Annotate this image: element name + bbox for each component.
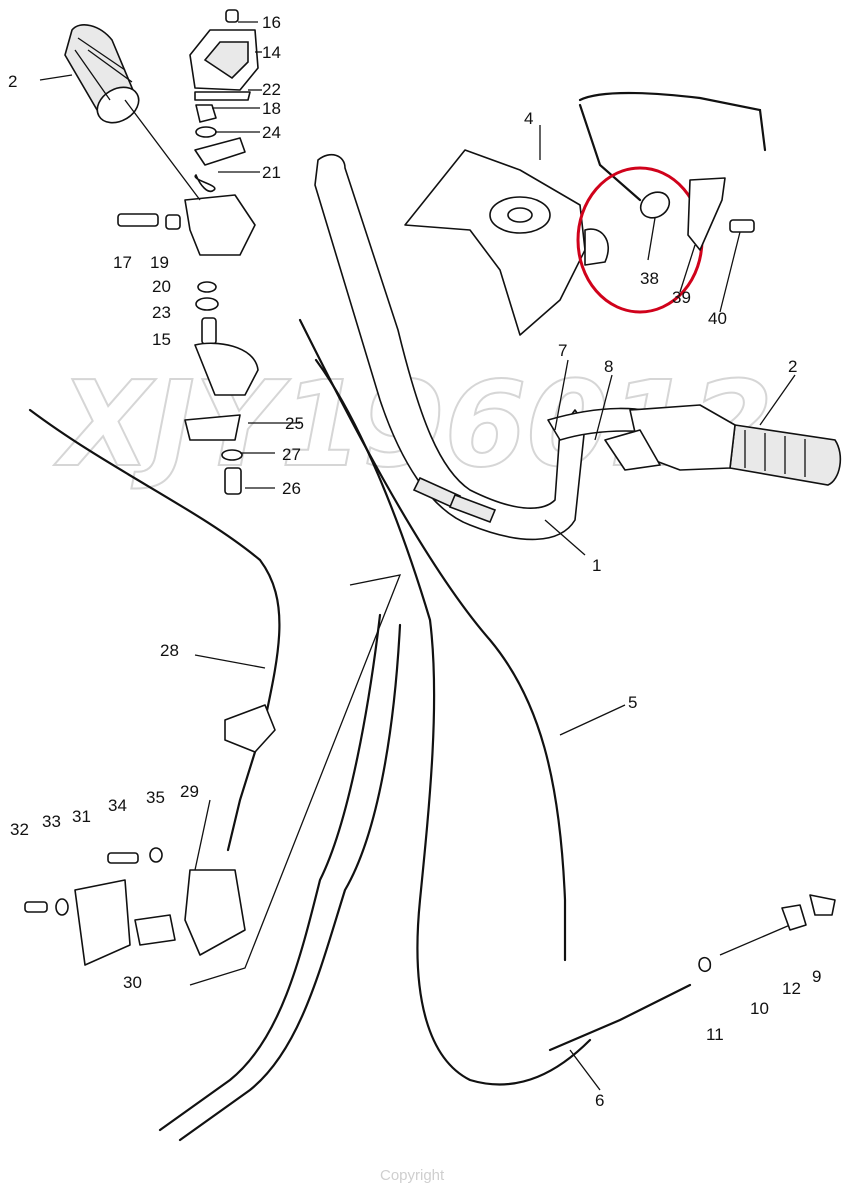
callout-38: 38 [640,269,659,288]
callout-24: 24 [262,123,281,142]
callout-12: 12 [782,979,801,998]
callout-17: 17 [113,253,132,272]
group-bracket [189,574,402,986]
left-switch-assembly [117,9,259,495]
callout-5: 5 [628,693,637,712]
callout-10: 10 [750,999,769,1018]
callout-labels: 2 16 14 22 18 24 21 17 19 20 23 15 25 27… [8,13,821,1110]
callout-1: 1 [592,556,601,575]
left-grip [64,24,140,124]
callout-31: 31 [72,807,91,826]
callout-28: 28 [160,641,179,660]
callout-39: 39 [672,288,691,307]
callout-21: 21 [262,163,281,182]
handlebar-cover [404,149,610,336]
lock-nut-parts [639,177,755,251]
callout-26: 26 [282,479,301,498]
callout-2-left: 2 [8,72,17,91]
callout-32: 32 [10,820,29,839]
callout-7: 7 [558,341,567,360]
callout-16: 16 [262,13,281,32]
footer-copyright: Copyright [380,1167,445,1184]
callout-33: 33 [42,812,61,831]
callout-14: 14 [262,43,281,62]
cables [28,91,836,1142]
callout-35: 35 [146,788,165,807]
callout-18: 18 [262,99,281,118]
callout-40: 40 [708,309,727,328]
callout-6: 6 [595,1091,604,1110]
callout-22: 22 [262,80,281,99]
callout-8: 8 [604,357,613,376]
callout-11: 11 [706,1025,724,1044]
callout-9: 9 [812,967,821,986]
leader-lines [39,21,796,1091]
callout-4: 4 [524,109,533,128]
callout-20: 20 [152,277,171,296]
callout-27: 27 [282,445,301,464]
callout-15: 15 [152,330,171,349]
callout-23: 23 [152,303,171,322]
callout-30: 30 [123,973,142,992]
right-grip [604,404,842,486]
callout-25: 25 [285,414,304,433]
callout-34: 34 [108,796,127,815]
callout-19: 19 [150,253,169,272]
callout-2-right: 2 [788,357,797,376]
switch-box-assembly [24,704,276,966]
callout-29: 29 [180,782,199,801]
